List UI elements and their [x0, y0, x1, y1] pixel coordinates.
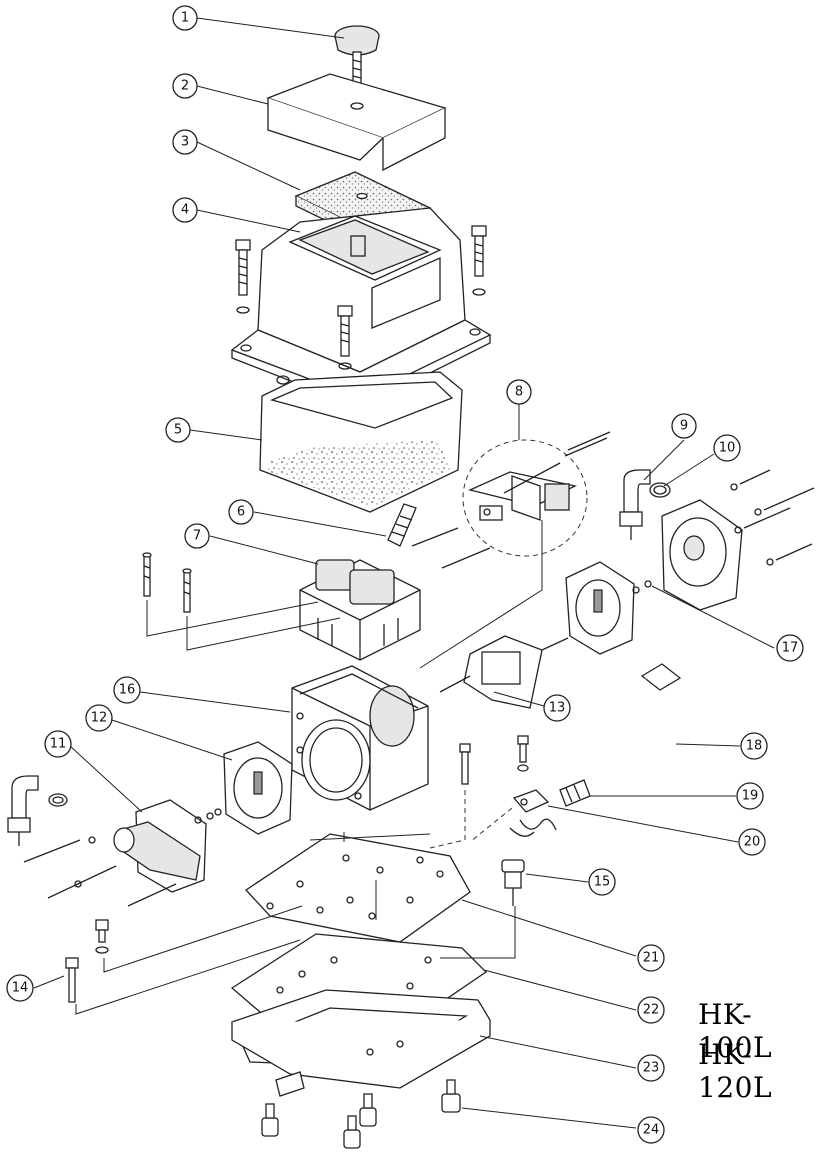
- callout-9: 9: [671, 413, 697, 439]
- callout-22: 22: [637, 996, 665, 1024]
- part-7-electromagnet: [299, 559, 421, 661]
- svg-text:22: 22: [643, 1003, 660, 1018]
- part-21-gasket: [245, 833, 471, 943]
- part-11-head-left: [113, 799, 222, 893]
- callout-13: 13: [543, 694, 571, 722]
- screws-8: [411, 431, 611, 569]
- svg-text:14: 14: [12, 981, 29, 996]
- part-12-diaphragm-left: [223, 741, 293, 835]
- callout-16: 16: [113, 676, 141, 704]
- callout-19: 19: [736, 782, 764, 810]
- part-18-power-cord: [583, 663, 698, 792]
- part-5-filter-chamber: [259, 371, 463, 513]
- callout-8: 8: [506, 379, 532, 405]
- part-24-rubber-feet: [261, 1079, 461, 1149]
- elbow-left: [7, 775, 68, 846]
- svg-text:13: 13: [549, 701, 566, 716]
- svg-text:18: 18: [746, 739, 763, 754]
- screws-left: [23, 836, 177, 907]
- svg-text:9: 9: [680, 419, 688, 434]
- svg-text:8: 8: [515, 385, 523, 400]
- svg-text:23: 23: [643, 1061, 660, 1076]
- callout-14: 14: [6, 974, 34, 1002]
- part-19-cord-bushing: [559, 779, 591, 807]
- part-8-bracket-detail: [462, 439, 588, 557]
- callout-24: 24: [637, 1116, 665, 1144]
- part-1-knob: [334, 25, 380, 91]
- callout-4: 4: [172, 197, 198, 223]
- svg-text:1: 1: [181, 11, 189, 26]
- part-13-piston: [439, 635, 569, 709]
- part-9-elbow-right: [619, 469, 651, 540]
- svg-text:6: 6: [237, 505, 245, 520]
- leader-lines: [33, 17, 775, 1129]
- model-label-1: HK-100L: [698, 998, 773, 1064]
- svg-text:2: 2: [181, 79, 189, 94]
- svg-text:5: 5: [174, 423, 182, 438]
- callout-2: 2: [172, 73, 198, 99]
- part-17-diaphragm-right: [565, 499, 743, 655]
- svg-text:3: 3: [181, 135, 189, 150]
- bolt-right: [471, 225, 487, 296]
- callout-5: 5: [165, 417, 191, 443]
- screws-right: [632, 469, 815, 594]
- svg-text:21: 21: [643, 951, 660, 966]
- part-6-valve: [387, 503, 417, 547]
- svg-text:17: 17: [782, 641, 799, 656]
- callout-7: 7: [184, 523, 210, 549]
- callout-6: 6: [228, 499, 254, 525]
- svg-text:20: 20: [744, 835, 761, 850]
- svg-text:11: 11: [50, 737, 67, 752]
- callout-1: 1: [172, 5, 198, 31]
- callout-23: 23: [637, 1054, 665, 1082]
- callout-12: 12: [85, 704, 113, 732]
- long-screws-7: [142, 552, 192, 613]
- callout-11: 11: [44, 730, 72, 758]
- svg-text:7: 7: [193, 529, 201, 544]
- callout-21: 21: [637, 944, 665, 972]
- callout-3: 3: [172, 129, 198, 155]
- svg-text:24: 24: [643, 1123, 660, 1138]
- small-screws-center: [459, 735, 529, 785]
- callout-10: 10: [713, 434, 741, 462]
- bolt-front: [337, 305, 353, 370]
- part-23-bottom-tray: [231, 989, 491, 1097]
- svg-text:10: 10: [719, 441, 736, 456]
- housing-bolts: [235, 225, 487, 370]
- part-10-clip-right: [649, 482, 671, 498]
- svg-text:4: 4: [181, 203, 189, 218]
- svg-text:16: 16: [119, 683, 136, 698]
- svg-text:12: 12: [91, 711, 108, 726]
- part-14-screws: [65, 919, 109, 1003]
- callout-18: 18: [740, 732, 768, 760]
- svg-text:15: 15: [594, 875, 611, 890]
- model-label-2: HK-120L: [698, 1038, 773, 1104]
- part-20-terminal: [509, 789, 557, 837]
- part-16-center-frame: [291, 665, 429, 811]
- callout-20: 20: [738, 828, 766, 856]
- callout-17: 17: [776, 634, 804, 662]
- part-15-foot: [501, 859, 525, 906]
- bolt-left: [235, 239, 251, 314]
- part-2-cover-plate: [266, 73, 447, 172]
- svg-text:19: 19: [742, 789, 759, 804]
- callout-15: 15: [588, 868, 616, 896]
